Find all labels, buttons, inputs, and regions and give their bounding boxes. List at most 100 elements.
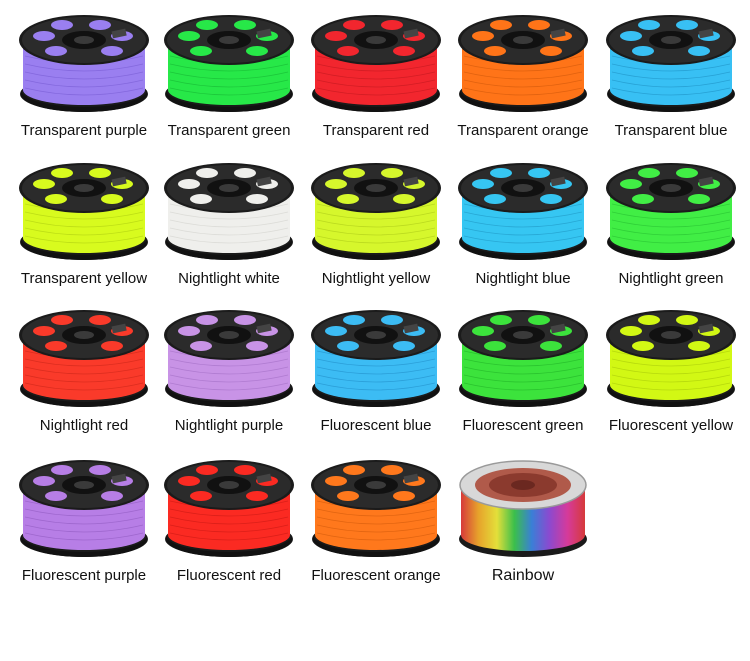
filament-spool-image (164, 310, 294, 407)
filament-spool-item: Nightlight yellow (302, 158, 450, 298)
filament-spool-image (606, 163, 736, 260)
spool-window (381, 465, 403, 475)
spool-hub-hole (366, 481, 386, 489)
spool-sticker (111, 323, 127, 334)
spool-window (528, 168, 550, 178)
spool-window (620, 179, 642, 189)
spool-window (632, 341, 654, 351)
spool-sticker (403, 323, 419, 334)
spool-hub-hole (74, 36, 94, 44)
filament-winding-line (316, 211, 436, 220)
filament-spool-item: Transparent red (302, 10, 450, 150)
spool-window (89, 20, 111, 30)
spool-window (196, 315, 218, 325)
filament-body-bottom (610, 370, 732, 400)
filament-spool-image (311, 15, 441, 112)
spool-window (620, 31, 642, 41)
spool-window (178, 179, 200, 189)
spool-bottom-flange (313, 238, 439, 260)
spool-window (178, 31, 200, 41)
filament-spool-image (458, 310, 588, 407)
spool-window (688, 341, 710, 351)
filament-winding-line (24, 79, 144, 88)
spool-bottom-flange (608, 385, 734, 407)
spool-window (472, 179, 494, 189)
filament-winding-line (611, 79, 731, 88)
spool-window (484, 46, 506, 56)
spool-hub-hole (219, 184, 239, 192)
spool-window (89, 465, 111, 475)
spool-hub-hole (219, 481, 239, 489)
spool-window (234, 315, 256, 325)
filament-winding-line (316, 374, 436, 383)
filament-spool-item: Rainbow (449, 455, 597, 595)
spool-window (490, 168, 512, 178)
spool-window (45, 46, 67, 56)
filament-winding-line (611, 219, 731, 228)
spool-window (393, 341, 415, 351)
filament-winding-line (169, 219, 289, 228)
spool-window (101, 341, 123, 351)
spool-window (620, 326, 642, 336)
spool-hub-hole (366, 184, 386, 192)
filament-body-bottom (168, 520, 290, 550)
spool-bottom-flange (460, 238, 586, 260)
filament-spool-image (19, 163, 149, 260)
filament-body-bottom (462, 370, 584, 400)
filament-winding-line (24, 63, 144, 72)
filament-spool-item: Transparent purple (10, 10, 158, 150)
filament-body-bottom (23, 223, 145, 253)
filament-spool-item: Fluorescent blue (302, 305, 450, 445)
filament-body-bottom (315, 370, 437, 400)
filament-spool-item: Fluorescent yellow (597, 305, 745, 445)
filament-winding-line (611, 87, 731, 96)
spool-hub-hole (661, 36, 681, 44)
filament-winding-line (611, 227, 731, 236)
filament-spool-item: Transparent blue (597, 10, 745, 150)
spool-color-label: Transparent yellow (20, 270, 148, 287)
spool-window (51, 315, 73, 325)
spool-sticker (403, 473, 419, 484)
spool-window (33, 179, 55, 189)
spool-window (343, 315, 365, 325)
filament-spool-item: Fluorescent green (449, 305, 597, 445)
filament-spool-item: Transparent orange (449, 10, 597, 150)
filament-winding-line (611, 382, 731, 391)
spool-color-label: Fluorescent orange (311, 567, 441, 584)
filament-winding-line (169, 516, 289, 525)
spool-window (540, 194, 562, 204)
filament-winding-line (169, 79, 289, 88)
spool-color-label: Fluorescent red (176, 567, 282, 584)
filament-winding-line (463, 374, 583, 383)
filament-body-bottom (23, 520, 145, 550)
filament-winding-line (169, 358, 289, 367)
filament-winding-line (611, 366, 731, 375)
spool-sticker (256, 28, 272, 39)
filament-winding-line (463, 366, 583, 375)
spool-sticker (256, 176, 272, 187)
spool-window (393, 194, 415, 204)
spool-window (540, 46, 562, 56)
spool-window (190, 46, 212, 56)
filament-body-bottom (168, 370, 290, 400)
spool-color-label: Nightlight blue (475, 270, 571, 287)
spool-window (51, 168, 73, 178)
filament-body-bottom (462, 223, 584, 253)
spool-color-label: Transparent purple (20, 122, 148, 139)
filament-body-bottom (315, 520, 437, 550)
spool-window (540, 341, 562, 351)
spool-window (246, 491, 268, 501)
filament-winding-line (24, 516, 144, 525)
spool-window (325, 326, 347, 336)
spool-sticker (550, 28, 566, 39)
spool-sticker (111, 28, 127, 39)
filament-winding-line (24, 366, 144, 375)
filament-body-bottom (168, 223, 290, 253)
filament-winding-line (316, 516, 436, 525)
spool-window (343, 20, 365, 30)
spool-window (178, 476, 200, 486)
spool-window (190, 491, 212, 501)
spool-window (490, 315, 512, 325)
spool-window (325, 179, 347, 189)
